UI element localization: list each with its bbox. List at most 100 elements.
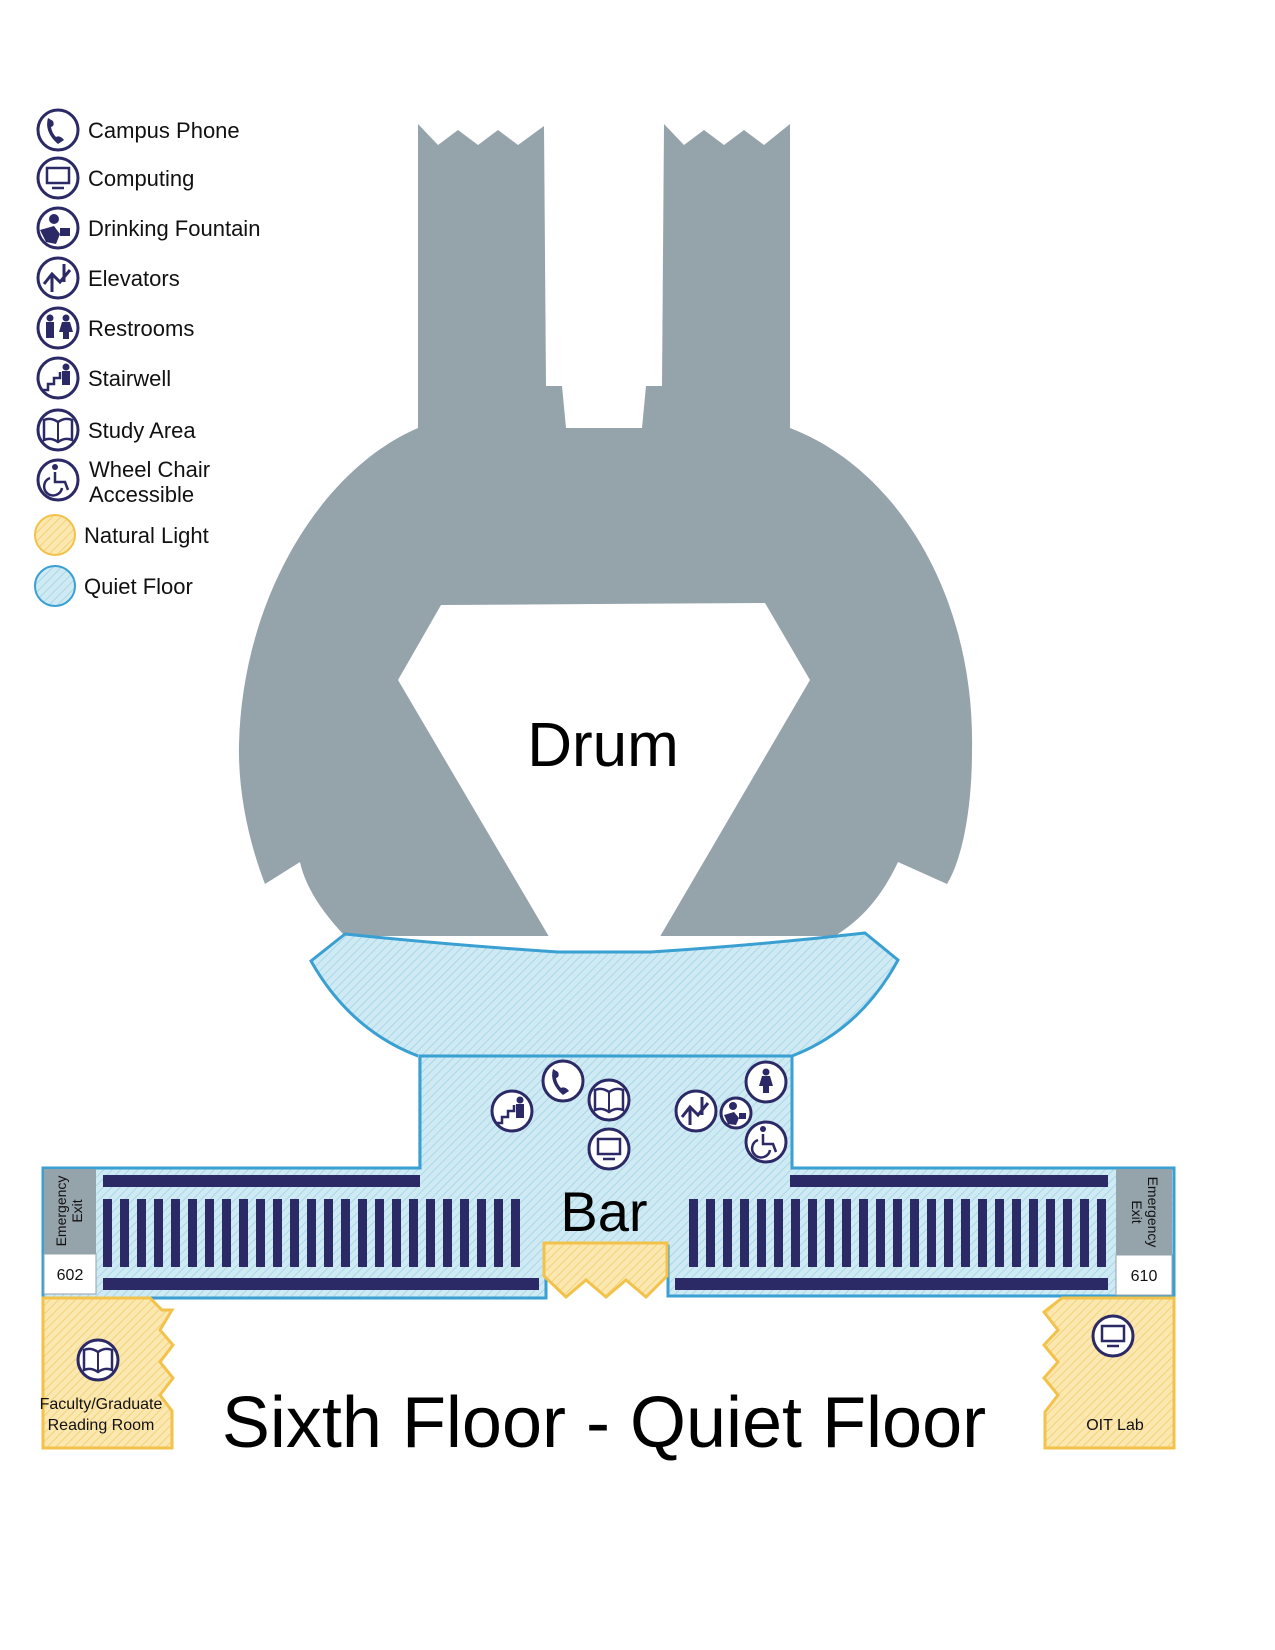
legend-item-restrooms: Restrooms (36, 306, 194, 350)
exit-right-line1: Emergency (1145, 1177, 1161, 1248)
bookshelf (307, 1199, 316, 1267)
bookshelf (239, 1199, 248, 1267)
bookshelf (460, 1199, 469, 1267)
bookshelf (511, 1199, 520, 1267)
legend-label-quiet-floor: Quiet Floor (84, 574, 193, 599)
natural-light-swatch (34, 514, 76, 556)
bookshelf (859, 1199, 868, 1267)
floor-title: Sixth Floor - Quiet Floor (222, 1383, 986, 1463)
bookshelf (757, 1199, 766, 1267)
bookshelf (494, 1199, 503, 1267)
bookshelf (689, 1199, 698, 1267)
bookshelf (409, 1199, 418, 1267)
phone-icon (541, 1059, 585, 1103)
legend-item-drinking-fountain: Drinking Fountain (36, 206, 260, 250)
bookshelf (995, 1199, 1004, 1267)
computer-icon (1091, 1314, 1135, 1358)
bookshelf (1012, 1199, 1021, 1267)
study-area-icon (587, 1078, 631, 1122)
shelving-right (675, 1175, 1108, 1290)
legend-label-elevators: Elevators (88, 266, 180, 291)
bookshelf (1046, 1199, 1055, 1267)
quiet-area-crescent (309, 931, 900, 1058)
emergency-exit-right: Emergency Exit 610 (1115, 1169, 1173, 1296)
bookshelf (1029, 1199, 1038, 1267)
legend-label-stairwell: Stairwell (88, 366, 171, 391)
drinking-fountain-icon (36, 206, 80, 250)
bookshelf (358, 1199, 367, 1267)
legend: Campus Phone Computing Drinking Fountain (34, 108, 260, 607)
bookshelf (171, 1199, 180, 1267)
legend-item-campus-phone: Campus Phone (36, 108, 240, 152)
bookshelf (154, 1199, 163, 1267)
legend-label-wheelchair-line2: Accessible (89, 482, 194, 507)
legend-label-natural-light: Natural Light (84, 523, 209, 548)
legend-label-drinking-fountain: Drinking Fountain (88, 216, 260, 241)
bookshelf (273, 1199, 282, 1267)
bookshelf (910, 1199, 919, 1267)
reading-room-label-line2: Reading Room (48, 1417, 155, 1434)
bookshelf (290, 1199, 299, 1267)
bookshelf (120, 1199, 129, 1267)
bookshelf (103, 1199, 112, 1267)
bookshelf (791, 1199, 800, 1267)
drinking-fountain-icon (719, 1096, 753, 1130)
legend-label-campus-phone: Campus Phone (88, 118, 240, 143)
oit-lab: OIT Lab (1041, 1296, 1176, 1450)
elevator-icon (36, 256, 80, 300)
bookshelf (808, 1199, 817, 1267)
legend-item-computing: Computing (36, 156, 194, 200)
legend-label-wheelchair-line1: Wheel Chair (89, 457, 210, 482)
study-area-icon (36, 408, 80, 452)
bookshelf (256, 1199, 265, 1267)
bookshelf (375, 1199, 384, 1267)
computer-icon (36, 156, 80, 200)
bookshelf (944, 1199, 953, 1267)
bookshelf (341, 1199, 350, 1267)
study-area-icon (76, 1338, 120, 1382)
elevator-icon (674, 1089, 718, 1133)
emergency-exit-left: Emergency Exit 602 (43, 1169, 97, 1295)
bookshelf (443, 1199, 452, 1267)
reading-room-label-line1: Faculty/Graduate (40, 1396, 163, 1413)
legend-item-quiet-floor: Quiet Floor (34, 565, 193, 607)
bookshelf (324, 1199, 333, 1267)
legend-item-elevators: Elevators (36, 256, 180, 300)
bookshelf (774, 1199, 783, 1267)
restroom-icon (744, 1060, 788, 1104)
stairwell-icon (490, 1089, 534, 1133)
bookshelf (978, 1199, 987, 1267)
legend-item-wheelchair: Wheel Chair Accessible (36, 457, 210, 507)
legend-item-stairwell: Stairwell (36, 356, 171, 400)
bookshelf (222, 1199, 231, 1267)
stairwell-icon (36, 356, 80, 400)
bookshelf (188, 1199, 197, 1267)
bookshelf (842, 1199, 851, 1267)
room-610-label: 610 (1131, 1268, 1158, 1285)
oit-lab-label: OIT Lab (1086, 1417, 1144, 1434)
drum-room (398, 603, 810, 952)
wheelchair-icon (744, 1120, 788, 1164)
amenity-icons (490, 1059, 788, 1171)
exit-left-line1: Emergency (53, 1176, 69, 1247)
bookshelf (1097, 1199, 1106, 1267)
bookshelf (723, 1199, 732, 1267)
faculty-graduate-reading-room: Faculty/Graduate Reading Room (40, 1296, 175, 1450)
bookshelf (825, 1199, 834, 1267)
restroom-icon (36, 306, 80, 350)
bookshelf (477, 1199, 486, 1267)
bar-label: Bar (560, 1180, 647, 1243)
bookshelf (961, 1199, 970, 1267)
bookshelf (1063, 1199, 1072, 1267)
wheelchair-icon (36, 458, 80, 502)
bookshelf (876, 1199, 885, 1267)
stacks-building (238, 124, 973, 936)
bookshelf (740, 1199, 749, 1267)
computer-icon (587, 1127, 631, 1171)
bookshelf (392, 1199, 401, 1267)
bookshelf (706, 1199, 715, 1267)
shelf-row-left (103, 1199, 520, 1267)
legend-label-study-area: Study Area (88, 418, 196, 443)
bookshelf (426, 1199, 435, 1267)
